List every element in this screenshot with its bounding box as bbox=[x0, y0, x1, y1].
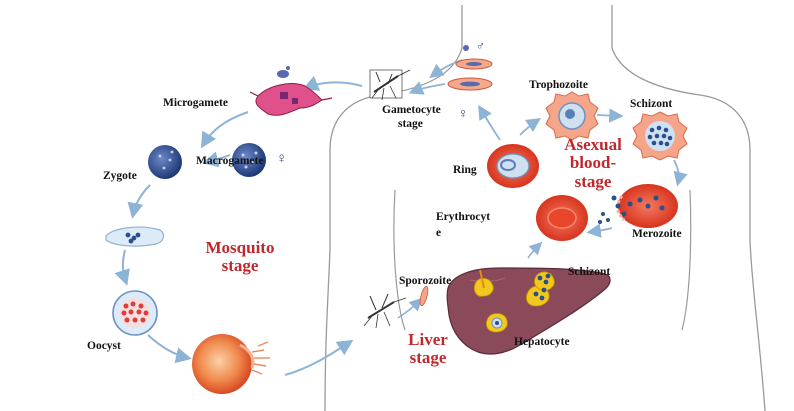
female-symbol-gametocyte: ♀ bbox=[458, 107, 469, 122]
label-gametocyte-line2: stage bbox=[398, 118, 423, 130]
rupturing-oocyst bbox=[192, 334, 270, 394]
female-symbol-macrogamete: ♀ bbox=[276, 151, 288, 167]
label-zygote: Zygote bbox=[103, 170, 137, 182]
oocyst-cell bbox=[112, 290, 158, 336]
macrogamete-cell bbox=[232, 143, 266, 177]
ookinete-cell bbox=[105, 226, 165, 247]
stage-asexual-line2: blood- bbox=[569, 153, 617, 173]
trophozoite-cell bbox=[545, 91, 599, 141]
stage-label-mosquito: Mosquito stage bbox=[200, 238, 280, 276]
mosquito-icon-top bbox=[369, 69, 411, 101]
microgamete-cell bbox=[249, 83, 333, 116]
stage-liver-line1: Liver bbox=[408, 330, 448, 349]
stage-asexual-line1: Asexual bbox=[564, 135, 622, 154]
stage-asexual-line3: stage bbox=[574, 171, 612, 191]
label-erythrocyte-line1: Erythrocyt bbox=[436, 211, 491, 223]
label-microgamete: Microgamete bbox=[163, 97, 228, 109]
mosquito-icon-bottom bbox=[363, 293, 407, 329]
label-merozoite: Merozoite bbox=[632, 228, 682, 240]
male-gamete-icon bbox=[277, 70, 289, 78]
label-hepatocyte: Hepatocyte bbox=[514, 336, 570, 348]
infected-hepatocytes bbox=[474, 269, 555, 333]
erythrocyte-cell bbox=[536, 195, 588, 241]
free-merozoites bbox=[598, 212, 610, 224]
label-trophozoite: Trophozoite bbox=[529, 79, 588, 91]
stage-label-asexual: Asexual blood- stage bbox=[548, 135, 638, 191]
stage-mosquito-line1: Mosquito bbox=[205, 238, 275, 257]
sporozoite-cell bbox=[419, 285, 429, 307]
merozoite-release-cell bbox=[611, 184, 678, 228]
label-sporozoite: Sporozoite bbox=[399, 275, 452, 287]
label-macrogamete: Macrogamete bbox=[196, 155, 264, 167]
schizont-blood-cell bbox=[632, 111, 688, 161]
ring-stage-cell bbox=[487, 144, 539, 188]
label-ring: Ring bbox=[453, 164, 477, 176]
stage-mosquito-line2: stage bbox=[221, 256, 259, 276]
label-erythrocyte-line2: e bbox=[436, 227, 442, 239]
label-oocyst: Oocyst bbox=[87, 340, 121, 352]
stage-label-liver: Liver stage bbox=[398, 330, 458, 368]
stage-liver-line2: stage bbox=[409, 348, 447, 368]
male-symbol-gametocyte: ♂ bbox=[476, 39, 485, 53]
gametocytes bbox=[447, 45, 493, 91]
label-gametocyte-line1: Gametocyte bbox=[382, 104, 441, 116]
label-schizont-liver: Schizont bbox=[568, 266, 611, 278]
zygote-cell bbox=[148, 145, 182, 179]
label-schizont-blood: Schizont bbox=[630, 98, 673, 110]
